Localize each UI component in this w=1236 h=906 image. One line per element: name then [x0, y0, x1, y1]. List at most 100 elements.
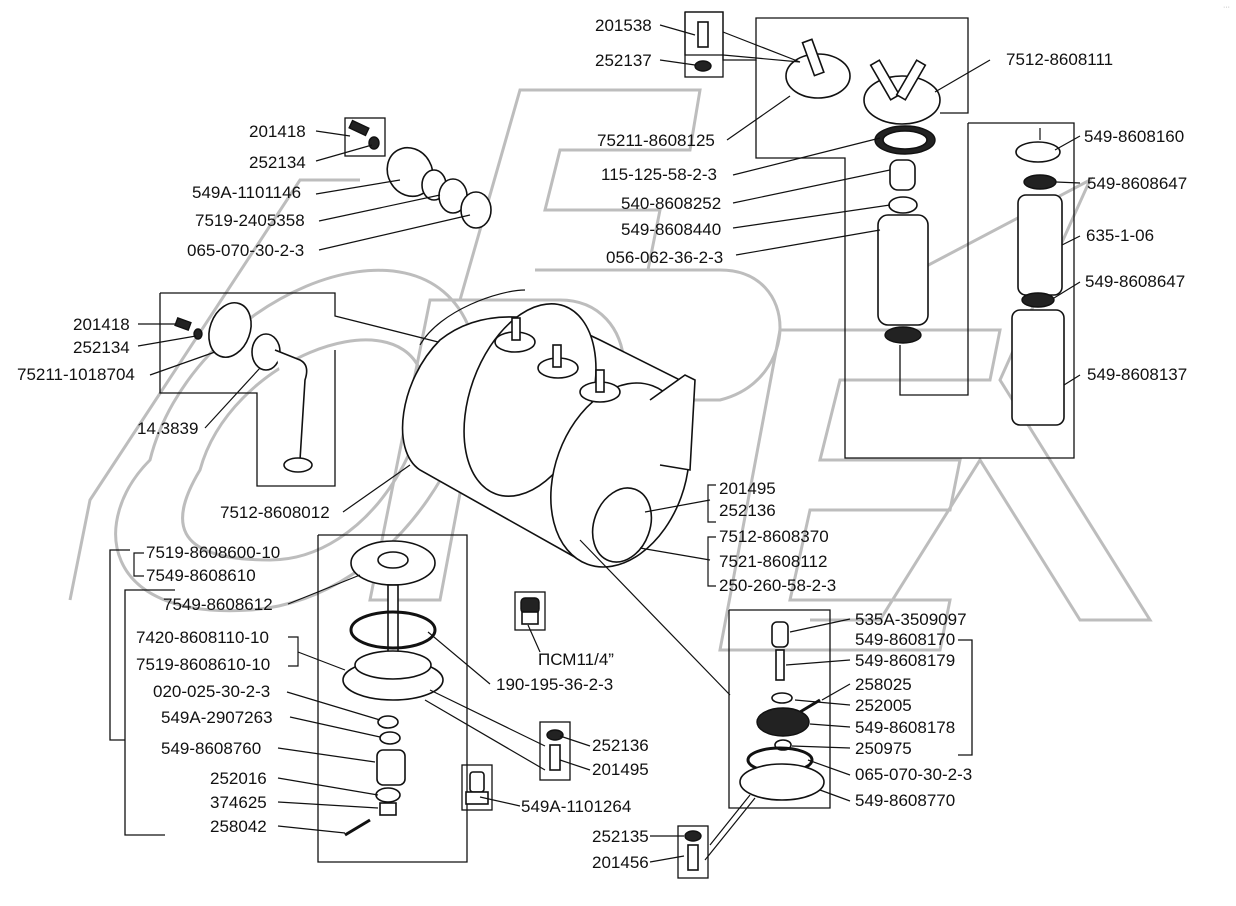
- valve-549-8608440: [888, 196, 918, 214]
- bolt-box-top: [684, 11, 724, 78]
- washer-252134: [368, 136, 380, 150]
- part-label: 549-8608770: [855, 791, 955, 810]
- part-label: 201538: [595, 16, 652, 35]
- part-label: 020-025-30-2-3: [153, 682, 270, 701]
- part-label: 190-195-36-2-3: [496, 675, 613, 694]
- labels-top-left: 201418 252134 549A-1101146 7519-2405358 …: [187, 122, 306, 260]
- spring-535A-3509097: [771, 621, 789, 648]
- bolt-201418: [348, 119, 370, 137]
- part-label: 7521-8608112: [719, 552, 827, 571]
- part-label: 540-8608252: [621, 194, 721, 213]
- labels-top-right: 549-8608160 549-8608647 635-1-06 549-860…: [1084, 127, 1187, 384]
- part-label: 7512-8608370: [719, 527, 829, 546]
- group-box-left-mid: [159, 292, 451, 487]
- filter-635-1-06: [1017, 194, 1063, 296]
- part-label: 7512-8608111: [1006, 50, 1113, 69]
- part-label: 549-8608647: [1087, 174, 1187, 193]
- part-label: 549-8608440: [621, 220, 721, 239]
- part-label: 549A-1101264: [521, 797, 631, 816]
- labels-tank: 201495 252136 7512-8608370 7521-8608112 …: [538, 479, 836, 669]
- part-label: 7420-8608110-10: [136, 628, 269, 647]
- ring-056-062: [884, 326, 922, 344]
- filter-cap-parts: [694, 21, 941, 344]
- part-label: 258025: [855, 675, 912, 694]
- washer-252137: [694, 60, 712, 72]
- part-label: 7549-8608612: [163, 595, 273, 614]
- group-box-bottom-left: [109, 534, 468, 863]
- part-label: 75211-1018704: [17, 365, 135, 384]
- cap-549-8608160: [1015, 141, 1061, 163]
- part-label: 7519-8608610-10: [136, 655, 270, 674]
- nut-549-8608760: [376, 749, 406, 786]
- part-label: 201456: [592, 853, 649, 872]
- group-box-top-right: [844, 122, 1075, 459]
- filter-right-parts: [1011, 128, 1065, 426]
- labels-top-center: 201538 252137 75211-8608125 115-125-58-2…: [595, 16, 1113, 267]
- part-label: 252016: [210, 769, 267, 788]
- part-label: 549A-2907263: [161, 708, 273, 727]
- part-label: 252005: [855, 696, 912, 715]
- tank-inspection-cover: [591, 487, 653, 563]
- part-label: 549-8608170: [855, 630, 955, 649]
- part-label: 549A-1101146: [192, 183, 301, 202]
- bolt-201418-b: [174, 316, 192, 332]
- part-label: 549-8608137: [1087, 365, 1187, 384]
- leader-lines: [133, 24, 1081, 863]
- part-label: 374625: [210, 793, 267, 812]
- fuel-tank: [401, 289, 696, 568]
- part-label: 056-062-36-2-3: [606, 248, 723, 267]
- part-label: 549-8608760: [161, 739, 261, 758]
- part-label: 252134: [249, 153, 306, 172]
- group-box-bottom-right: [728, 609, 973, 809]
- part-label: 201495: [719, 479, 776, 498]
- part-label: 252137: [595, 51, 652, 70]
- seal-549-8608647-b: [1021, 292, 1055, 308]
- labels-bottom-right: 535A-3509097 549-8608170 549-8608179 258…: [592, 610, 972, 872]
- stem-549-8608179: [775, 649, 785, 681]
- valve-parts: [684, 621, 825, 871]
- body-549-8608770: [739, 763, 825, 801]
- seal-020-025: [377, 715, 399, 729]
- strainer-parts: [342, 540, 444, 837]
- flange-75211-1018704: [208, 302, 252, 358]
- float-549-8608178: [756, 707, 810, 737]
- part-label: 535A-3509097: [855, 610, 967, 629]
- seal-549-8608647: [1023, 174, 1057, 190]
- part-label: 250-260-58-2-3: [719, 576, 836, 595]
- part-label: 065-070-30-2-3: [855, 765, 972, 784]
- part-label: 258042: [210, 817, 267, 836]
- part-label: ПСМ11/4”: [538, 650, 614, 669]
- fitting-box: [461, 764, 493, 811]
- bolt-box-bottom-right: [677, 825, 709, 879]
- part-label: 252134: [73, 338, 130, 357]
- part-label: 75211-8608125: [597, 131, 715, 150]
- housing-549-8608137: [1011, 309, 1065, 426]
- part-label: 549-8608647: [1085, 272, 1185, 291]
- part-label: 549-8608179: [855, 651, 955, 670]
- drain-plug: [520, 597, 540, 625]
- part-label: 7512-8608012: [220, 503, 330, 522]
- pin-258042: [344, 818, 371, 837]
- tank-bracket: [649, 374, 696, 471]
- bolt-box-bottom-left: [539, 721, 571, 781]
- bolt-set-bottom: [465, 729, 564, 805]
- pipe-end: [283, 457, 313, 473]
- washer-252134-b: [193, 328, 203, 340]
- part-label: 549-8608178: [855, 718, 955, 737]
- bolt-201538: [697, 21, 709, 48]
- corner-mark: ···: [1223, 4, 1230, 11]
- washer-252005: [771, 692, 793, 704]
- part-label: 201418: [249, 122, 306, 141]
- part-label: 7519-2405358: [195, 211, 305, 230]
- part-label: 7519-8608600-10: [146, 543, 280, 562]
- nut-374625: [379, 802, 397, 816]
- part-label: 201418: [73, 315, 130, 334]
- filter-element: [877, 214, 929, 326]
- part-label: 252136: [719, 501, 776, 520]
- part-label: 252135: [592, 827, 649, 846]
- part-label: 549-8608160: [1084, 127, 1184, 146]
- part-label: 635-1-06: [1086, 226, 1154, 245]
- part-label: 250975: [855, 739, 912, 758]
- cap-7512-8608111: [863, 75, 941, 125]
- spring-540-8608252: [889, 159, 916, 191]
